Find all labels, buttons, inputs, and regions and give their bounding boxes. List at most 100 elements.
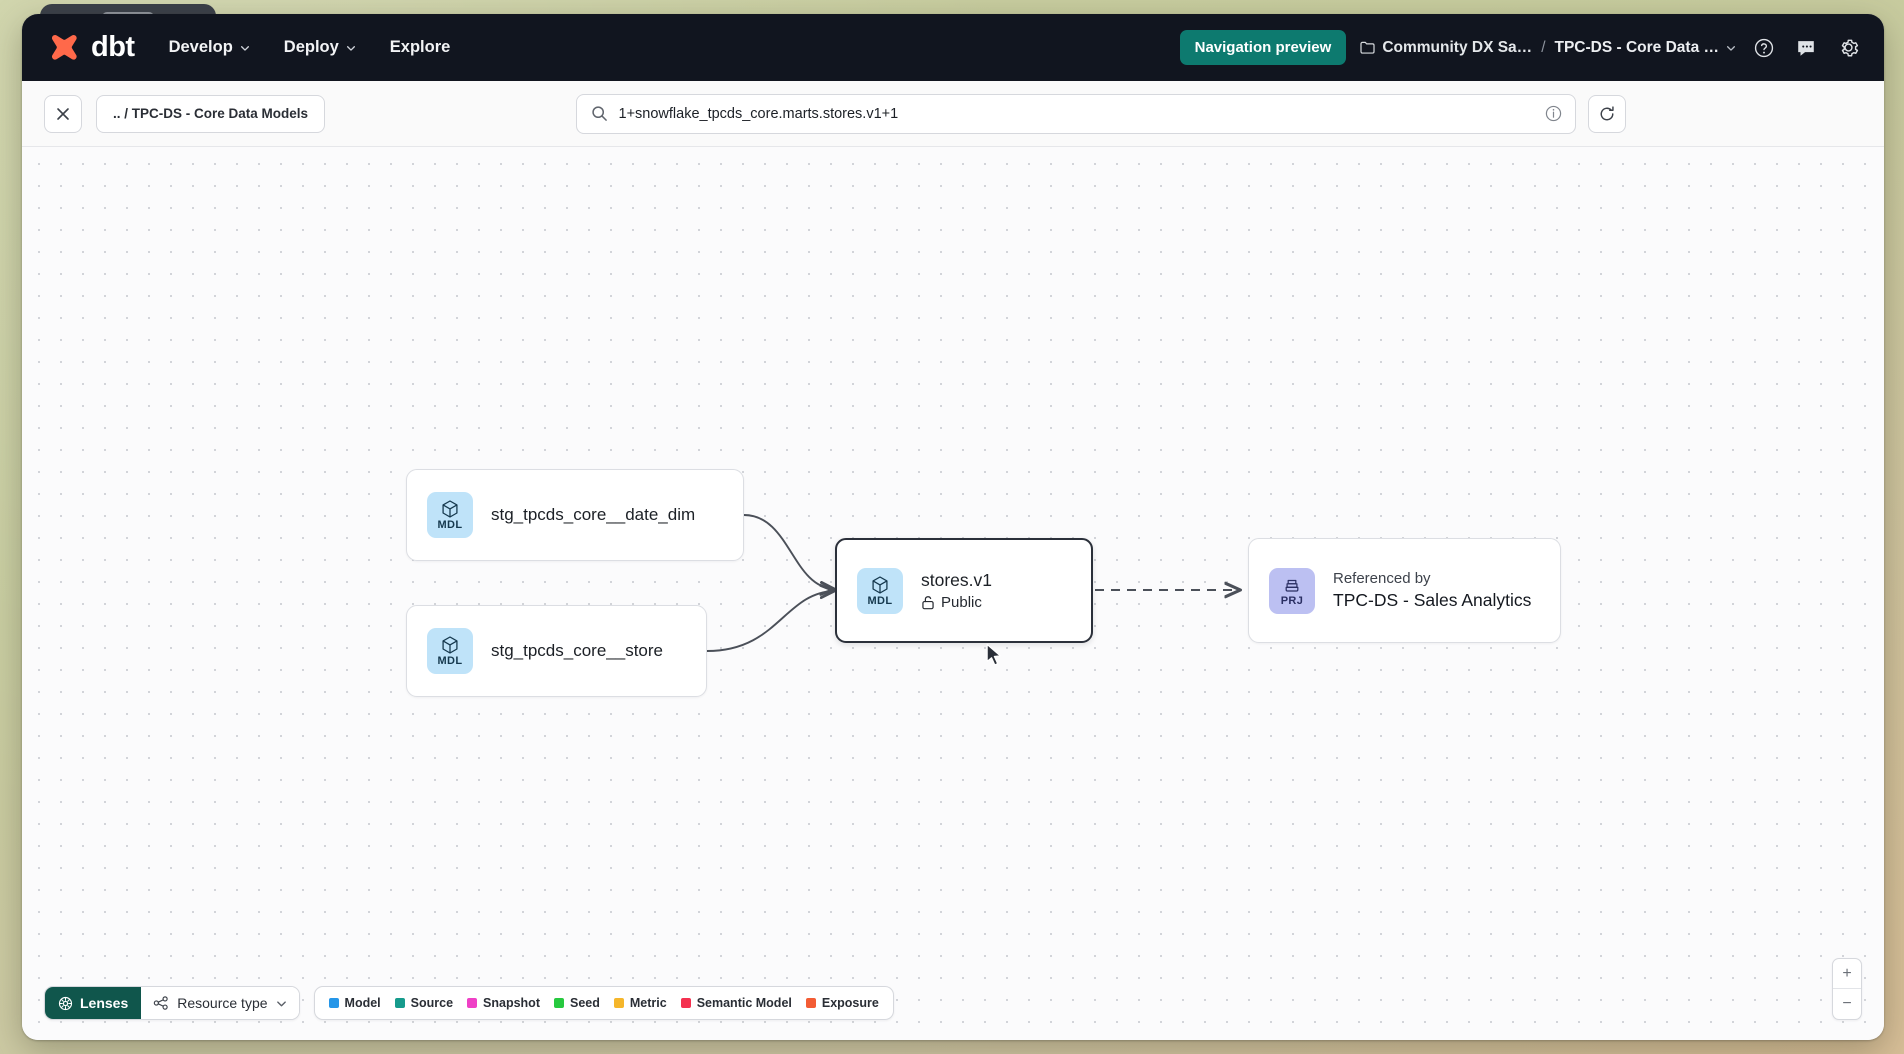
legend-label: Seed — [569, 996, 600, 1010]
node-body: Referenced by TPC-DS - Sales Analytics — [1333, 570, 1531, 611]
feedback-icon[interactable] — [1792, 34, 1820, 62]
nav-item-explore-label: Explore — [389, 38, 451, 56]
legend-swatch — [805, 998, 816, 1008]
cube-icon — [442, 636, 458, 654]
folder-icon — [1360, 41, 1375, 54]
dbt-logo-icon — [51, 34, 77, 60]
help-icon[interactable] — [1750, 34, 1778, 62]
legend-label: Semantic Model — [696, 996, 792, 1010]
lineage-node-stg-store[interactable]: MDL stg_tpcds_core__store — [406, 605, 707, 697]
cube-icon — [442, 500, 458, 518]
cube-icon — [872, 575, 888, 594]
node-access-row: Public — [921, 594, 992, 611]
legend-item-semantic-model: Semantic Model — [680, 996, 792, 1010]
legend-label: Metric — [629, 996, 667, 1010]
breadcrumb-separator: / — [1541, 38, 1546, 56]
resource-type-label: Resource type — [177, 995, 268, 1011]
legend-item-metric: Metric — [613, 996, 667, 1010]
breadcrumb-project-label: TPC-DS - Core Data … — [1554, 38, 1720, 56]
model-badge: MDL — [857, 567, 903, 614]
zoom-in-button[interactable]: + — [1833, 959, 1861, 989]
search-input[interactable] — [618, 105, 1533, 122]
filter-group: Lenses Resource type — [44, 986, 300, 1020]
legend-swatch — [328, 998, 339, 1008]
lineage-node-referenced-by-project[interactable]: PRJ Referenced by TPC-DS - Sales Analyti… — [1248, 538, 1561, 643]
legend-swatch — [680, 998, 691, 1008]
nav-item-explore[interactable]: Explore — [388, 32, 453, 63]
edge-date-dim-to-stores — [743, 514, 834, 589]
legend-swatch — [613, 998, 624, 1008]
edge-store-to-stores — [706, 591, 834, 652]
close-button[interactable] — [44, 94, 82, 133]
chevron-down-icon — [346, 45, 355, 51]
zoom-controls: + − — [1832, 958, 1862, 1020]
node-body: stg_tpcds_core__date_dim — [491, 505, 695, 525]
legend-swatch — [553, 998, 564, 1008]
search-icon — [591, 106, 607, 121]
nav-item-deploy[interactable]: Deploy — [282, 32, 358, 63]
chevron-down-icon — [276, 1000, 286, 1006]
legend-swatch — [394, 998, 405, 1008]
zoom-out-button[interactable]: − — [1842, 995, 1852, 1012]
chevron-down-icon — [1727, 45, 1735, 51]
node-title: stg_tpcds_core__date_dim — [491, 505, 696, 524]
model-badge: MDL — [427, 492, 473, 538]
info-icon[interactable] — [1544, 104, 1563, 123]
node-access-label: Public — [941, 594, 982, 611]
lens-icon — [58, 996, 73, 1010]
refresh-button[interactable] — [1587, 94, 1626, 133]
breadcrumb-project[interactable]: TPC-DS - Core Data … — [1555, 39, 1737, 57]
breadcrumb-chip[interactable]: .. / TPC-DS - Core Data Models — [96, 94, 326, 133]
breadcrumb-account-label: Community DX Sa… — [1382, 38, 1533, 56]
legend-label: Exposure — [821, 996, 879, 1010]
lineage-toolbar: .. / TPC-DS - Core Data Models — [22, 81, 1884, 147]
chevron-down-icon — [240, 45, 249, 51]
nav-item-deploy-label: Deploy — [283, 38, 339, 56]
node-title: TPC-DS - Sales Analytics — [1333, 590, 1532, 610]
lineage-canvas[interactable]: MDL stg_tpcds_core__date_dim MDL stg_tpc… — [22, 147, 1884, 1040]
node-title: stg_tpcds_core__store — [491, 641, 663, 660]
legend-item-model: Model — [328, 996, 381, 1010]
legend-item-seed: Seed — [553, 996, 600, 1010]
legend-swatch — [467, 998, 478, 1008]
unlock-icon — [922, 596, 934, 610]
lenses-button[interactable]: Lenses — [45, 987, 142, 1019]
legend-item-source: Source — [394, 996, 454, 1010]
nodes-icon — [154, 996, 168, 1010]
refresh-icon — [1600, 105, 1614, 120]
lineage-node-stg-date-dim[interactable]: MDL stg_tpcds_core__date_dim — [406, 469, 744, 561]
navigation-preview-badge[interactable]: Navigation preview — [1179, 30, 1347, 65]
resource-type-filter[interactable]: Resource type — [141, 987, 299, 1019]
brand-label: dbt — [91, 31, 135, 63]
top-nav-right-group: Navigation preview Community DX Sa… / TP… — [1179, 30, 1862, 65]
model-badge-label: MDL — [437, 655, 463, 667]
top-navigation-bar: dbt Develop Deploy Explore Navigation pr… — [22, 14, 1884, 81]
app-window: dbt Develop Deploy Explore Navigation pr… — [22, 14, 1884, 1040]
nav-item-develop[interactable]: Develop — [167, 32, 252, 63]
search-area — [339, 93, 1862, 134]
node-body: stores.v1 Public — [921, 570, 992, 611]
primary-nav: Develop Deploy Explore — [167, 32, 453, 63]
nav-item-develop-label: Develop — [168, 38, 233, 56]
lineage-edges — [706, 514, 1884, 652]
model-badge: MDL — [427, 628, 473, 674]
dbt-logo[interactable]: dbt — [36, 31, 135, 65]
node-kicker: Referenced by — [1333, 570, 1431, 587]
breadcrumb-account[interactable]: Community DX Sa… — [1360, 39, 1532, 57]
node-body: stg_tpcds_core__store — [491, 641, 663, 661]
node-title: stores.v1 — [921, 570, 992, 590]
legend-label: Model — [344, 996, 381, 1010]
lineage-node-stores-v1[interactable]: MDL stores.v1 Public — [835, 538, 1093, 643]
legend-item-exposure: Exposure — [805, 996, 879, 1010]
model-badge-label: MDL — [437, 519, 463, 531]
lineage-search-box[interactable] — [575, 93, 1576, 134]
resource-type-legend: Model Source Snapshot Seed — [313, 986, 894, 1020]
lenses-label: Lenses — [80, 995, 129, 1011]
close-icon — [57, 107, 69, 120]
legend-label: Snapshot — [483, 996, 540, 1010]
gear-icon[interactable] — [1834, 34, 1862, 62]
legend-label: Source — [410, 996, 454, 1010]
project-badge: PRJ — [1269, 567, 1315, 614]
model-badge-label: MDL — [867, 594, 893, 607]
